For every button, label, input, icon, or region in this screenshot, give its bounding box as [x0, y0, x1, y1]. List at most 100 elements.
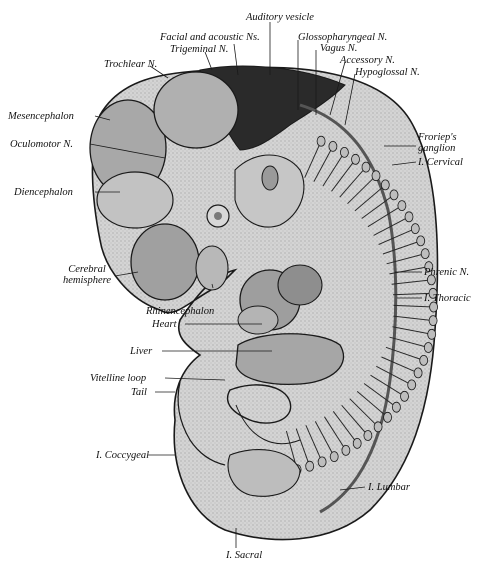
label-tail: Tail — [131, 387, 147, 398]
spinal-ganglion — [316, 135, 326, 147]
spinal-nerve — [356, 391, 388, 418]
spinal-nerve — [386, 253, 426, 265]
spinal-ganglion — [391, 401, 401, 413]
spinal-cord — [299, 103, 398, 514]
cranial-ganglia — [234, 154, 305, 228]
spinal-ganglion — [383, 411, 393, 423]
spinal-ganglion — [305, 460, 315, 472]
spinal-nerve — [381, 356, 419, 374]
spinal-nerve — [389, 336, 429, 348]
spinal-ganglion — [363, 430, 373, 441]
label-thoracic: I. Thoracic — [424, 293, 471, 304]
spinal-nerve — [392, 326, 432, 335]
spinal-ganglion — [380, 179, 390, 191]
spinal-nerve — [339, 166, 367, 198]
spinal-ganglion — [361, 161, 371, 173]
spinal-ganglion — [341, 444, 351, 456]
label-trochlear: Trochlear N. — [104, 59, 158, 70]
label-glossopharyngeal: Glossopharyngeal N. — [298, 32, 388, 43]
spinal-ganglion — [352, 437, 362, 449]
label-hemisphere: hemisphere — [62, 275, 111, 286]
spinal-nerve — [363, 383, 397, 408]
spinal-ganglion — [426, 274, 436, 286]
spinal-ganglion — [373, 421, 383, 433]
spinal-ganglion — [371, 170, 381, 182]
spinal-ganglion — [419, 354, 429, 366]
label-oculomotor: Oculomotor N. — [10, 139, 73, 150]
spinal-nerve — [341, 404, 369, 436]
label-trigeminal: Trigeminal N. — [170, 44, 229, 55]
spinal-nerve-series — [285, 135, 439, 476]
spinal-ganglion — [429, 301, 439, 313]
lower-limb-bud — [227, 449, 301, 497]
spinal-ganglion — [351, 153, 360, 165]
spinal-nerve — [389, 266, 429, 275]
spinal-nerve — [322, 152, 345, 187]
spinal-ganglion — [329, 451, 339, 463]
label-vagus: Vagus N. — [320, 43, 358, 54]
tail — [177, 381, 226, 466]
label-hypoglossal: Hypoglossal N. — [355, 67, 420, 78]
spinal-nerve — [314, 421, 335, 457]
label-accessory: Accessory N. — [340, 55, 395, 66]
spinal-ganglion — [423, 342, 433, 353]
spinal-nerve — [382, 240, 421, 255]
spinal-nerve — [378, 228, 416, 245]
spinal-ganglion — [328, 140, 338, 152]
spinal-nerve — [367, 205, 403, 228]
spinal-nerve — [347, 175, 377, 205]
spinal-nerve — [349, 398, 379, 428]
label-liver: Liver — [130, 346, 153, 357]
label-rhinencephalon: Rhinencephalon — [146, 306, 215, 317]
label-frorieps: Froriep's — [418, 132, 457, 143]
label-auditory-vesicle: Auditory vesicle — [246, 12, 314, 23]
label-phrenic: Phrenic N. — [424, 267, 470, 278]
spinal-nerve — [313, 146, 334, 182]
label-cerebral: Cerebral — [68, 264, 106, 275]
label-facial-acoustic: Facial and acoustic Ns. — [160, 32, 260, 43]
spinal-nerve — [332, 411, 358, 444]
label-vitelline-loop: Vitelline loop — [90, 373, 147, 384]
label-heart: Heart — [152, 319, 177, 330]
liver — [235, 333, 345, 386]
label-lumbar: I. Lumbar — [368, 482, 411, 493]
upper-brain-lobe — [153, 71, 239, 149]
spinal-ganglion — [339, 146, 349, 158]
label-coccygeal: I. Coccygeal — [96, 450, 150, 461]
spinal-ganglion — [420, 248, 430, 260]
spinal-ganglion — [404, 211, 414, 223]
cerebral-hemisphere-lobe — [130, 223, 200, 301]
spinal-nerve — [361, 194, 395, 219]
label-cervical: I. Cervical — [418, 157, 463, 168]
spinal-nerve — [373, 216, 410, 236]
spinal-ganglion — [416, 235, 426, 247]
leader-lines — [89, 22, 422, 548]
spinal-nerve — [305, 425, 323, 463]
spinal-ganglion — [317, 456, 327, 468]
spinal-nerve — [370, 374, 405, 397]
spinal-ganglion — [413, 367, 423, 379]
diencephalon-lobe — [96, 171, 174, 229]
label-mesencephalon: Mesencephalon — [8, 111, 74, 122]
spinal-nerve — [392, 292, 434, 296]
spinal-nerve — [323, 416, 347, 451]
spinal-nerve — [304, 140, 322, 178]
spinal-ganglion — [427, 328, 437, 340]
spinal-nerve — [295, 428, 311, 467]
label-froriep-ganglion: ganglion — [418, 143, 456, 154]
spinal-nerve — [354, 184, 386, 212]
spinal-ganglion — [389, 189, 399, 201]
spinal-nerve — [391, 279, 432, 285]
label-sacral: I. Sacral — [226, 550, 263, 561]
spinal-nerve — [393, 315, 434, 322]
spinal-ganglion — [400, 390, 409, 402]
auditory-vesicle — [261, 165, 279, 191]
label-diencephalon: Diencephalon — [14, 187, 73, 198]
rhinencephalon-lobe — [195, 245, 229, 291]
spinal-nerve — [331, 159, 356, 192]
spinal-ganglion — [424, 261, 434, 273]
spinal-nerve — [385, 346, 424, 361]
spinal-ganglion — [428, 287, 438, 299]
